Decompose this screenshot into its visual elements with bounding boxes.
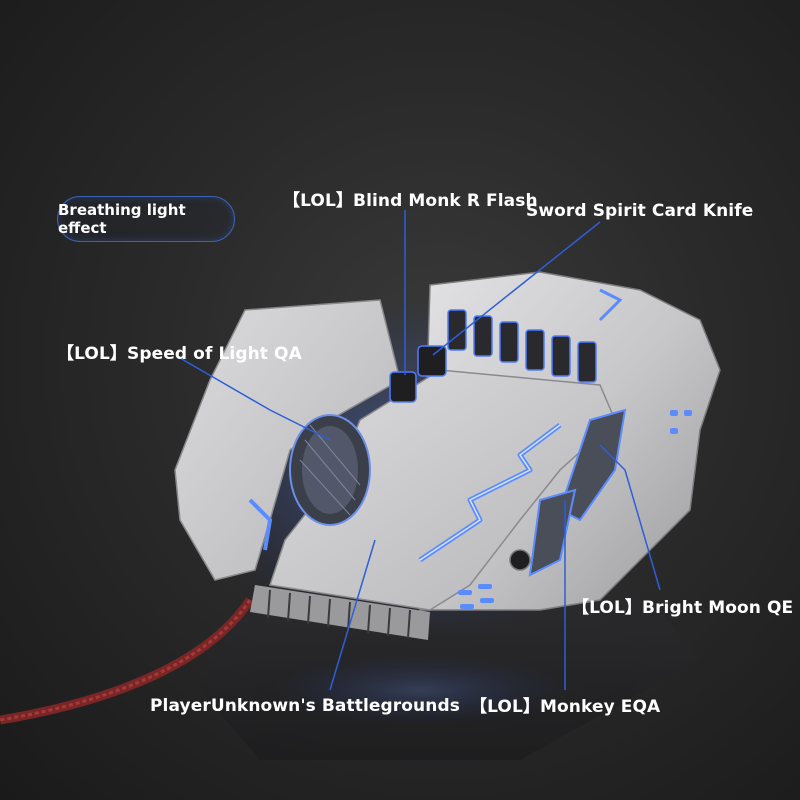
left-click-button — [174, 299, 401, 581]
breathing-light-label: Breathing light effect — [58, 201, 186, 237]
callout-blind-monk: 【LOL】Blind Monk R Flash — [283, 191, 538, 211]
scroll-wheel — [289, 414, 371, 526]
callout-leader-lines — [179, 210, 661, 691]
callout-monkey: 【LOL】Monkey EQA — [470, 697, 661, 717]
dpi-buttons — [389, 345, 447, 403]
top-vents — [447, 309, 597, 383]
callout-sword-spirit: Sword Spirit Card Knife — [526, 201, 754, 221]
callout-speed-of-light: 【LOL】Speed of Light QA — [57, 344, 302, 364]
side-led-dots — [458, 410, 692, 609]
side-buttons — [509, 408, 627, 577]
front-heatsink — [250, 585, 430, 640]
callout-bright-moon: 【LOL】Bright Moon QE — [572, 598, 794, 618]
callout-pubg: PlayerUnknown's Battlegrounds — [150, 696, 460, 716]
mouse-reflection — [200, 600, 700, 760]
breathing-light-badge: Breathing light effect — [57, 196, 235, 242]
